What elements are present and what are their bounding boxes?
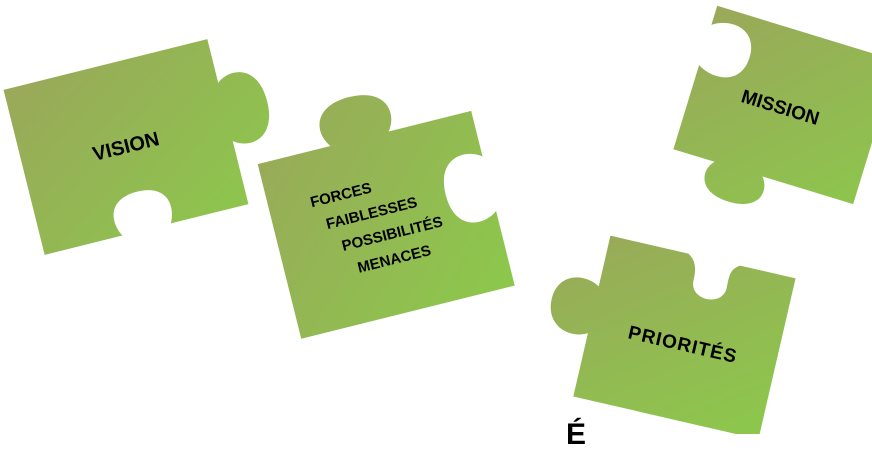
vision-piece: VISION xyxy=(3,39,269,255)
swot-piece-shape xyxy=(257,95,515,339)
mission-piece-shape xyxy=(673,5,872,205)
priorites-piece: PRIORITÉS xyxy=(550,235,796,434)
swot-piece: FORCES FAIBLESSES POSSIBILITÉS MENACES xyxy=(257,95,515,339)
mission-piece: MISSION xyxy=(673,5,872,205)
priorites-piece-shape xyxy=(550,235,796,434)
vision-piece-shape xyxy=(3,39,269,255)
puzzle-diagram: VISION FORCES FAIBLESSES POSSIBILITÉS ME… xyxy=(3,5,872,434)
cropped-heading-fragment: É xyxy=(566,418,587,451)
